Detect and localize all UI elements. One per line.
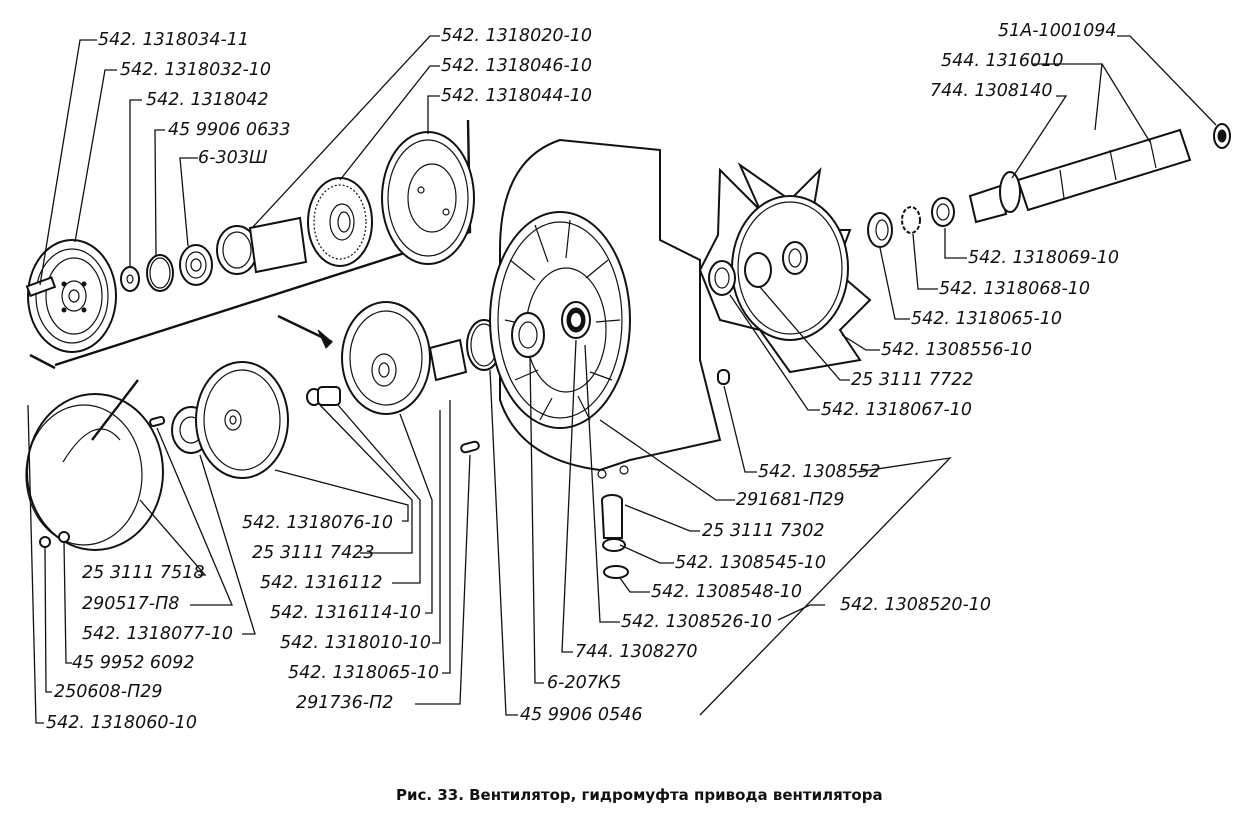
label-542-1318077-10: 542. 1318077-10: [82, 624, 233, 644]
leader-lines: [27, 35, 1217, 724]
label-542-1318067-10: 542. 1318067-10: [821, 400, 972, 420]
label-542-1318042: 542. 1318042: [146, 90, 268, 110]
label-542-1308520-10: 542. 1308520-10: [840, 595, 991, 615]
fan-shaft-part: [968, 128, 1192, 224]
label-542-1318032-10: 542. 1318032-10: [120, 60, 271, 80]
shaft-seal-part: [1213, 123, 1231, 149]
pipe-part: [601, 494, 626, 552]
label-744-1308270: 744. 1308270: [575, 642, 697, 662]
label-542-1318069-10: 542. 1318069-10: [968, 248, 1119, 268]
pin-part: [460, 440, 480, 454]
turbine-wheel-part: [307, 177, 373, 267]
label-45-9906-0633: 45 9906 0633: [168, 120, 290, 140]
bolt-part: [306, 386, 341, 406]
fan-washer-part: [867, 212, 893, 248]
label-542-1316112: 542. 1316112: [260, 573, 382, 593]
fluid-coupling-part: [341, 301, 468, 415]
label-744-1308140: 744. 1308140: [930, 81, 1052, 101]
stud-part: [25, 276, 57, 298]
label-542-1318044-10: 542. 1318044-10: [441, 86, 592, 106]
assembly-arrow: [277, 314, 333, 349]
label-542-1308545-10: 542. 1308545-10: [675, 553, 826, 573]
label-542-1318034-11: 542. 1318034-11: [98, 30, 249, 50]
label-542-1318076-10: 542. 1318076-10: [242, 513, 393, 533]
label-542-1318046-10: 542. 1318046-10: [441, 56, 592, 76]
figure-caption: Рис. 33. Вентилятор, гидромуфта привода …: [396, 786, 883, 804]
label-291681-p29: 291681-П29: [736, 490, 845, 510]
lock-washer-part: [901, 206, 921, 234]
label-542-1308556-10: 542. 1308556-10: [881, 340, 1032, 360]
dowel-part: [717, 369, 730, 385]
coupling-subassembly-frame: [29, 119, 472, 370]
washer-part: [120, 266, 140, 292]
screw-part: [149, 415, 166, 428]
label-544-1316010: 544. 1316010: [941, 51, 1063, 71]
snap-ring-part: [146, 254, 174, 292]
label-542-1308526-10: 542. 1308526-10: [621, 612, 772, 632]
label-45-9952-6092: 45 9952 6092: [72, 653, 194, 673]
label-290517-p8: 290517-П8: [82, 594, 179, 614]
fan-nut-part: [931, 197, 955, 227]
fan-seal-part: [708, 241, 808, 296]
drive-shaft-part: [216, 216, 308, 275]
oil-seal-part: [561, 301, 591, 339]
label-6-207k5: 6-207К5: [547, 673, 621, 693]
coupling-cover-part: [25, 379, 164, 551]
label-25-3111-7302: 25 3111 7302: [702, 521, 824, 541]
label-250608-p29: 250608-П29: [54, 682, 163, 702]
fan-bearing-part: [511, 312, 545, 358]
label-542-1318060-10: 542. 1318060-10: [46, 713, 197, 733]
label-542-1308552: 542. 1308552: [758, 462, 880, 482]
plug-part: [603, 565, 629, 579]
label-542-1316114-10: 542. 1316114-10: [270, 603, 421, 623]
part-labels: 542. 1318034-11 542. 1318032-10 542. 131…: [46, 21, 1119, 733]
pump-wheel-part: [195, 361, 289, 479]
label-542-1318068-10: 542. 1318068-10: [939, 279, 1090, 299]
label-25-3111-7423: 25 3111 7423: [252, 543, 374, 563]
label-542-1308548-10: 542. 1308548-10: [651, 582, 802, 602]
label-542-1318065-10-left: 542. 1318065-10: [288, 663, 439, 683]
pulley-part: [27, 239, 117, 353]
label-291736-p2: 291736-П2: [296, 693, 393, 713]
fan-shroud-part: [489, 138, 722, 479]
bearing-part: [179, 244, 213, 286]
label-25-3111-7722: 25 3111 7722: [851, 370, 973, 390]
label-542-1318020-10: 542. 1318020-10: [441, 26, 592, 46]
label-45-9906-0546: 45 9906 0546: [520, 705, 642, 725]
label-25-3111-7518: 25 3111 7518: [82, 563, 204, 583]
label-542-1318065-10-right: 542. 1318065-10: [911, 309, 1062, 329]
label-6-303sh: 6-303Ш: [198, 148, 268, 168]
label-51a-1001094: 51А-1001094: [998, 21, 1117, 41]
coupling-housing-part: [381, 131, 475, 265]
label-542-1318010-10: 542. 1318010-10: [280, 633, 431, 653]
